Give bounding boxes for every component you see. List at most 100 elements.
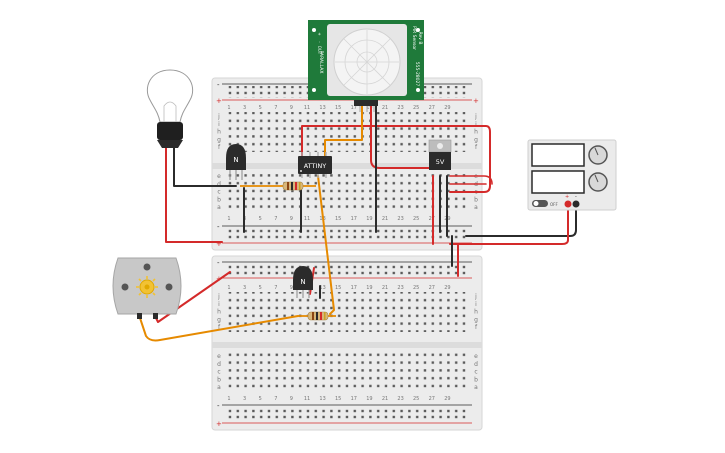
motor-gear-icon <box>136 276 158 298</box>
transistor-bottom-label: N <box>300 278 305 286</box>
column-number: 19 <box>366 285 372 291</box>
column-number: 7 <box>274 105 277 111</box>
column-number: 13 <box>319 396 325 402</box>
rail-minus-b3: - <box>217 402 220 410</box>
row-letter: j <box>217 293 220 300</box>
rail-plus-bottom1: + <box>216 240 222 248</box>
attiny-label: ATTINY <box>304 162 327 170</box>
row-letter: c <box>217 369 220 376</box>
rail-minus-top: - <box>217 81 220 89</box>
column-number: 27 <box>429 396 435 402</box>
column-number: 1 <box>227 105 230 111</box>
pir-title-2: Rev B <box>417 32 423 45</box>
resistor-bottom[interactable] <box>298 311 336 321</box>
psu-switch-label: OFF <box>550 202 558 207</box>
pir-brand: PARALLAX <box>318 51 324 74</box>
pir-sensor[interactable]: PARALLAX PIR Sensor Rev B 555-28027 + - … <box>308 20 424 112</box>
row-letter: i <box>475 121 477 128</box>
row-letter: h <box>474 309 478 316</box>
rail-minus-bottom1: - <box>217 223 220 231</box>
pir-part-number: 555-28027 <box>414 62 420 87</box>
row-letter: b <box>474 376 478 383</box>
column-number: 21 <box>382 216 388 222</box>
column-number: 25 <box>413 285 419 291</box>
rail-plus-top-right: + <box>473 97 479 105</box>
column-number: 9 <box>290 285 293 291</box>
light-bulb[interactable] <box>146 69 194 148</box>
psu-negative-terminal[interactable] <box>572 200 580 208</box>
row-letter: i <box>218 121 220 128</box>
wire-psu-black <box>465 205 577 237</box>
pir-pin-plus: + <box>317 32 322 35</box>
column-number: 1 <box>227 216 230 222</box>
column-number: 11 <box>304 396 310 402</box>
column-number: 17 <box>351 105 357 111</box>
column-number: 11 <box>304 216 310 222</box>
column-number: 11 <box>304 105 310 111</box>
column-number: 15 <box>335 105 341 111</box>
column-number: 29 <box>444 396 450 402</box>
row-letter: b <box>474 196 478 203</box>
column-number: 5 <box>259 105 262 111</box>
transistor-top-label: N <box>233 156 238 164</box>
column-number: 23 <box>397 396 403 402</box>
column-number: 7 <box>274 216 277 222</box>
column-number: 21 <box>382 285 388 291</box>
column-number: 3 <box>243 105 246 111</box>
column-number: 19 <box>366 216 372 222</box>
column-number: 5 <box>259 396 262 402</box>
column-number: 25 <box>413 216 419 222</box>
pir-pin-out: OUT <box>317 46 322 55</box>
power-supply[interactable]: OFF + - <box>527 139 617 211</box>
wire-attiny-motor <box>317 175 335 315</box>
column-number: 9 <box>290 105 293 111</box>
column-number: 21 <box>382 105 388 111</box>
row-letter: c <box>217 189 220 196</box>
column-number: 25 <box>413 105 419 111</box>
row-letter: d <box>217 181 221 188</box>
column-number: 7 <box>274 285 277 291</box>
column-number: 23 <box>397 285 403 291</box>
column-number: 13 <box>319 105 325 111</box>
column-number: 23 <box>397 216 403 222</box>
row-letter: g <box>474 136 478 143</box>
row-letter: f <box>475 324 478 331</box>
psu-positive-terminal[interactable] <box>564 200 572 208</box>
row-letter: g <box>217 136 221 143</box>
transistor-bottom[interactable]: N <box>293 266 313 298</box>
attiny-chip[interactable]: ATTINY <box>298 152 332 178</box>
rail-minus-b2: - <box>217 259 220 267</box>
wire-red-out <box>449 175 493 185</box>
column-number: 5 <box>259 216 262 222</box>
resistor-top[interactable] <box>240 181 316 191</box>
wire-pir-signal <box>324 103 363 161</box>
row-letter: e <box>474 353 478 360</box>
transistor-top[interactable]: N <box>226 144 246 180</box>
voltage-regulator[interactable]: 5V <box>428 139 452 170</box>
column-number: 15 <box>335 216 341 222</box>
row-letter: g <box>474 316 478 323</box>
column-number: 1 <box>227 285 230 291</box>
row-letter: f <box>475 144 478 151</box>
column-number: 19 <box>366 396 372 402</box>
psu-minus-mark: - <box>575 194 577 200</box>
psu-power-switch[interactable]: OFF <box>532 200 558 207</box>
column-number: 7 <box>274 396 277 402</box>
column-number: 3 <box>243 396 246 402</box>
row-letter: j <box>474 293 477 300</box>
row-letter: b <box>217 376 221 383</box>
wire-red-loop <box>301 125 491 193</box>
row-letter: a <box>474 204 478 211</box>
rail-plus-b3: + <box>216 420 222 428</box>
row-letter: h <box>474 129 478 136</box>
row-letter: a <box>474 384 478 391</box>
row-letter: d <box>474 361 478 368</box>
regulator-label: 5V <box>436 158 445 166</box>
column-number: 9 <box>290 396 293 402</box>
dc-motor[interactable] <box>112 257 182 319</box>
